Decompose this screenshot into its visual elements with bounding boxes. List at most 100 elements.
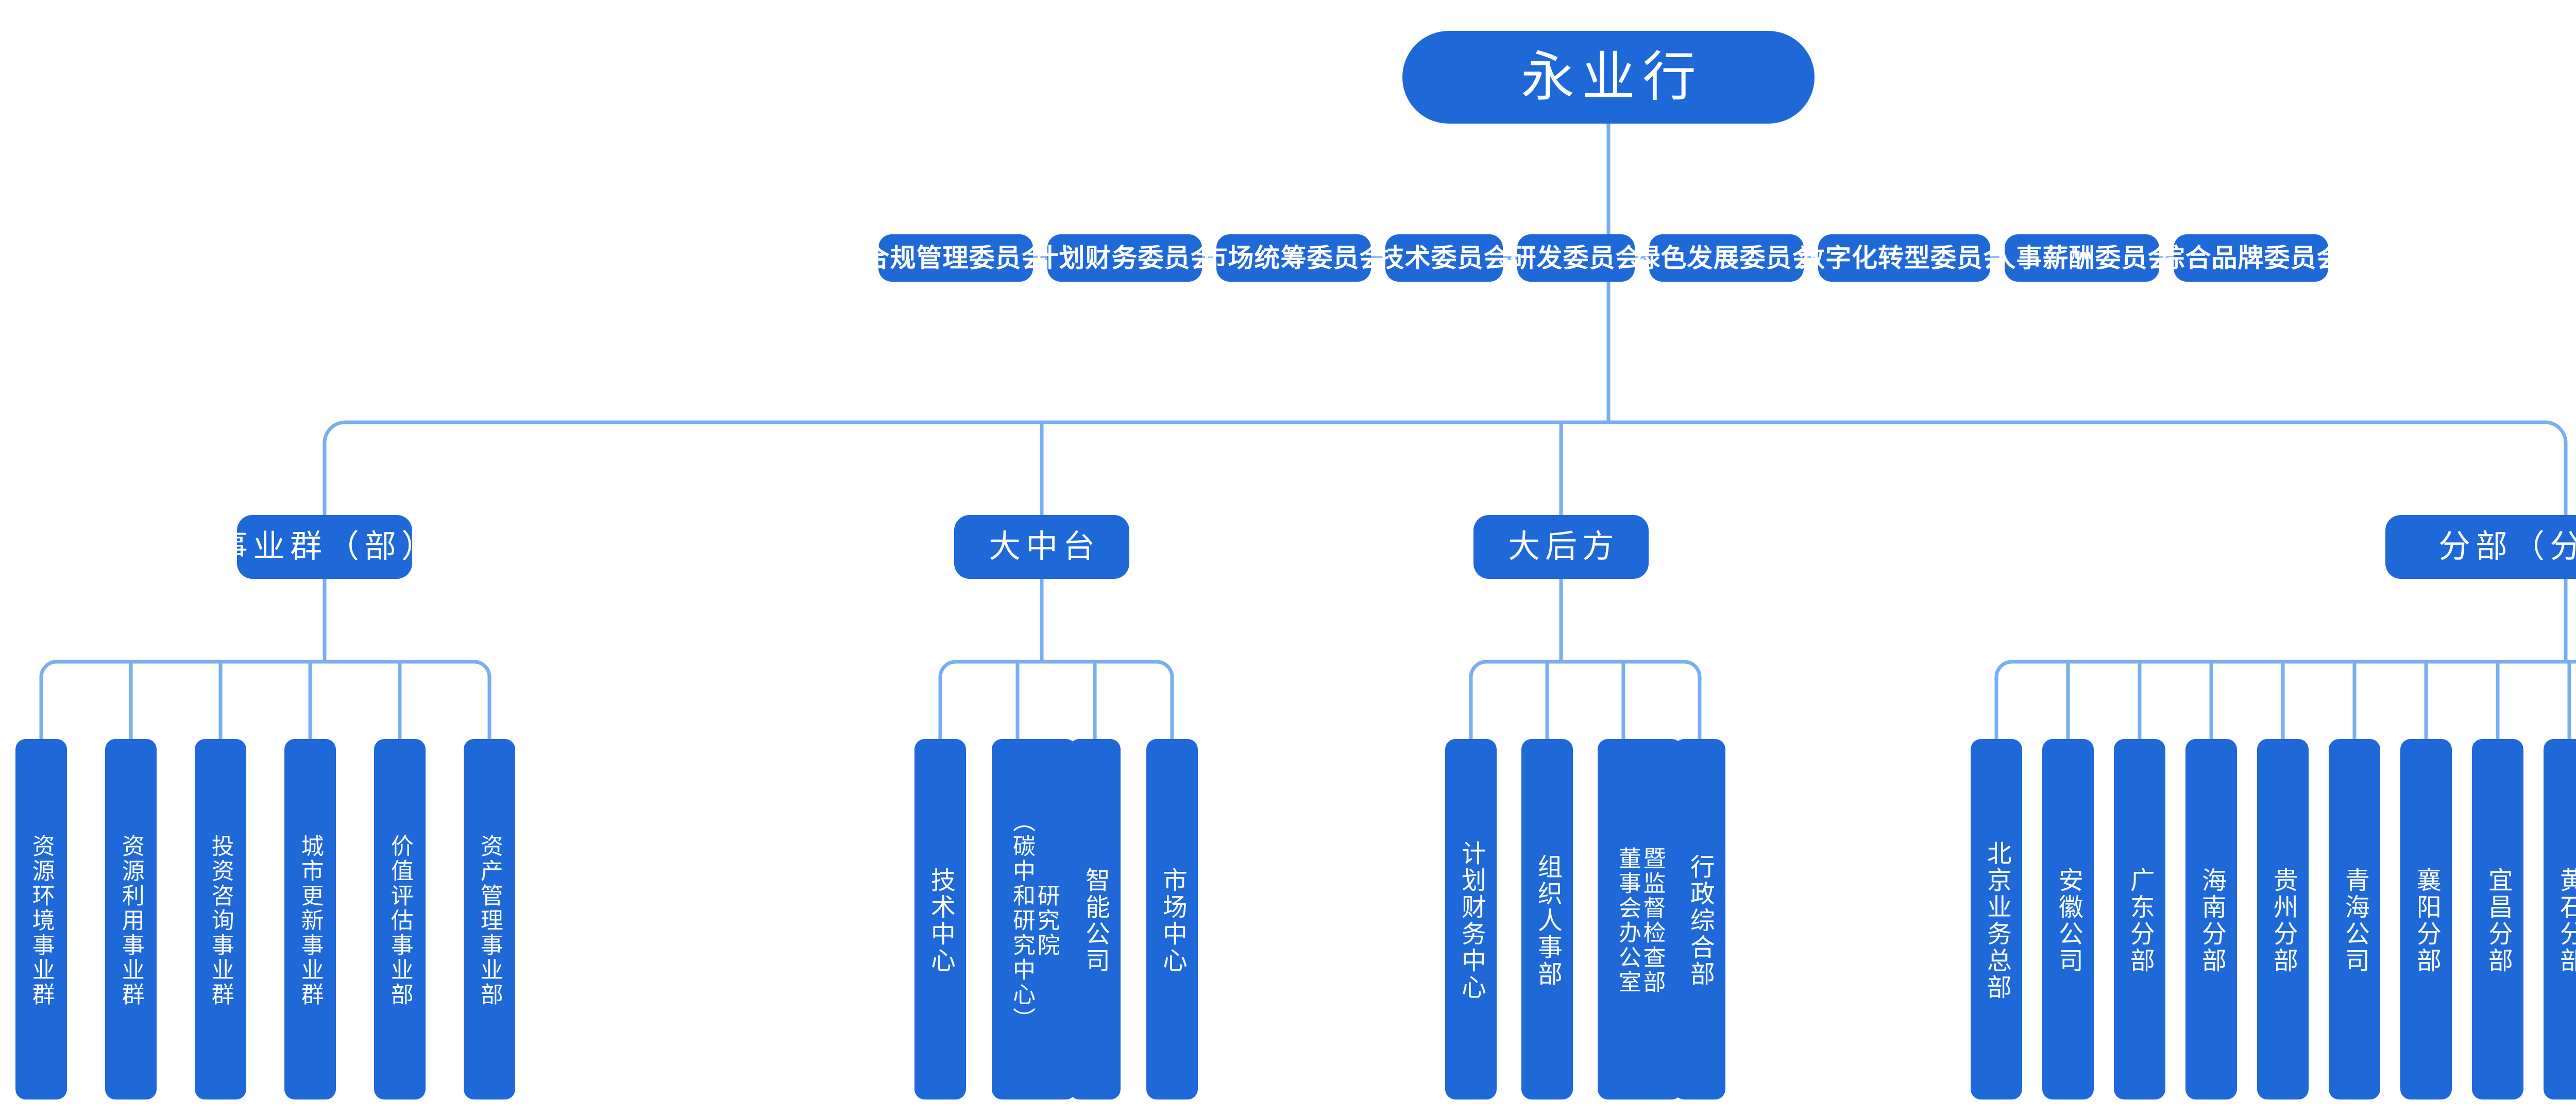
org-node-root[interactable]: 永业行 bbox=[1402, 31, 1815, 124]
org-node-leaf-label-primary: 暨监督检查部 bbox=[1639, 847, 1665, 995]
org-node-division-0[interactable]: 事业群（部） bbox=[216, 515, 433, 579]
org-node-leaf-text-wrap: 广东分部 bbox=[2114, 742, 2165, 1099]
org-node-division-3-label: 分部（分公司） bbox=[2438, 529, 2576, 565]
org-node-committee-0-label: 合规管理委员会 bbox=[863, 244, 1048, 272]
org-node-leaf-text-wrap: 研究院（碳中和研究中心） bbox=[992, 742, 1076, 1099]
org-node-leaf-label-secondary: 董事会办公室 bbox=[1615, 847, 1640, 995]
org-node-leaf-3-0[interactable]: 北京业务总部 bbox=[1971, 739, 2022, 1099]
org-node-leaf-label: 宜昌分部 bbox=[2484, 867, 2512, 974]
org-node-leaf-text-wrap: 黄石分部 bbox=[2544, 742, 2576, 1099]
org-node-leaf-0-0[interactable]: 资源环境事业群 bbox=[15, 739, 67, 1099]
org-node-committee-6[interactable]: 数字化转型委员会 bbox=[1799, 234, 2009, 282]
org-node-leaf-label: 襄阳分部 bbox=[2412, 867, 2440, 974]
org-node-leaf-text-wrap: 市场中心 bbox=[1146, 742, 1198, 1099]
org-node-leaf-text-wrap: 资源环境事业群 bbox=[15, 742, 67, 1099]
org-node-leaf-label: 智能公司 bbox=[1081, 867, 1109, 974]
org-node-leaf-label: 资源利用事业群 bbox=[118, 834, 144, 1007]
org-node-leaf-0-5[interactable]: 资产管理事业部 bbox=[464, 739, 515, 1099]
org-node-leaf-1-0[interactable]: 技术中心 bbox=[914, 739, 966, 1099]
org-node-committee-1[interactable]: 计划财务委员会 bbox=[1033, 234, 1216, 282]
org-node-leaf-label-primary: 研究院 bbox=[1033, 884, 1059, 958]
org-node-leaf-label: 贵州分部 bbox=[2269, 867, 2297, 974]
org-node-leaf-label: 技术中心 bbox=[926, 867, 954, 974]
org-node-leaf-text-wrap: 海南分部 bbox=[2185, 742, 2237, 1099]
org-node-committee-4[interactable]: 研发委员会 bbox=[1511, 234, 1641, 282]
org-node-leaf-columns: 暨监督检查部董事会办公室 bbox=[1615, 742, 1665, 1099]
org-node-leaf-0-1[interactable]: 资源利用事业群 bbox=[105, 739, 157, 1099]
org-node-root-label: 永业行 bbox=[1520, 47, 1703, 107]
org-node-committee-2[interactable]: 市场统筹委员会 bbox=[1202, 234, 1385, 282]
org-node-leaf-text-wrap: 计划财务中心 bbox=[1445, 742, 1497, 1099]
org-node-leaf-label: 计划财务中心 bbox=[1457, 840, 1485, 1001]
org-node-leaf-1-1[interactable]: 研究院（碳中和研究中心） bbox=[992, 739, 1076, 1099]
org-node-committee-7[interactable]: 人事薪酬委员会 bbox=[1990, 234, 2174, 282]
org-node-leaf-3-5[interactable]: 青海公司 bbox=[2329, 739, 2380, 1099]
org-node-leaf-label: 城市更新事业群 bbox=[297, 834, 323, 1007]
org-node-leaf-label: 北京业务总部 bbox=[1982, 840, 2010, 1001]
org-node-leaf-columns: 研究院（碳中和研究中心） bbox=[1009, 742, 1059, 1099]
org-node-leaf-text-wrap: 安徽公司 bbox=[2042, 742, 2094, 1099]
org-node-leaf-text-wrap: 价值评估事业部 bbox=[374, 742, 426, 1099]
org-node-leaf-0-3[interactable]: 城市更新事业群 bbox=[284, 739, 336, 1099]
org-node-leaf-label: 青海公司 bbox=[2341, 867, 2368, 974]
org-node-committee-5-label: 绿色发展委员会 bbox=[1634, 244, 1819, 272]
org-node-leaf-label-secondary: （碳中和研究中心） bbox=[1009, 810, 1035, 1032]
org-node-committee-8[interactable]: 综合品牌委员会 bbox=[2159, 234, 2343, 282]
org-node-leaf-1-3[interactable]: 市场中心 bbox=[1146, 739, 1198, 1099]
org-node-leaf-text-wrap: 智能公司 bbox=[1069, 742, 1121, 1099]
org-node-leaf-text-wrap: 行政综合部 bbox=[1674, 742, 1725, 1099]
org-node-committee-3-label: 技术委员会 bbox=[1378, 244, 1510, 272]
org-node-leaf-3-7[interactable]: 宜昌分部 bbox=[2472, 739, 2523, 1099]
org-node-committee-2-label: 市场统筹委员会 bbox=[1201, 244, 1386, 272]
org-node-committee-8-label: 综合品牌委员会 bbox=[2159, 244, 2343, 272]
org-node-leaf-2-1[interactable]: 组织人事部 bbox=[1521, 739, 1573, 1099]
org-node-committee-7-label: 人事薪酬委员会 bbox=[1990, 244, 2174, 272]
org-node-committee-0[interactable]: 合规管理委员会 bbox=[864, 234, 1047, 282]
org-node-leaf-3-6[interactable]: 襄阳分部 bbox=[2400, 739, 2452, 1099]
org-node-leaf-3-3[interactable]: 海南分部 bbox=[2185, 739, 2237, 1099]
org-node-leaf-text-wrap: 组织人事部 bbox=[1521, 742, 1573, 1099]
org-node-leaf-3-8[interactable]: 黄石分部 bbox=[2544, 739, 2576, 1099]
org-node-leaf-text-wrap: 北京业务总部 bbox=[1971, 742, 2022, 1099]
org-node-leaf-label: 广东分部 bbox=[2126, 867, 2154, 974]
org-node-leaf-label: 资源环境事业群 bbox=[28, 834, 54, 1007]
org-node-leaf-label: 行政综合部 bbox=[1686, 854, 1714, 988]
org-node-leaf-text-wrap: 资产管理事业部 bbox=[464, 742, 515, 1099]
org-node-division-2[interactable]: 大后方 bbox=[1473, 515, 1649, 579]
org-node-division-1-label: 大中台 bbox=[988, 529, 1100, 565]
org-node-committee-4-label: 研发委员会 bbox=[1510, 244, 1642, 272]
org-node-leaf-text-wrap: 技术中心 bbox=[914, 742, 966, 1099]
org-node-leaf-0-4[interactable]: 价值评估事业部 bbox=[374, 739, 426, 1099]
org-node-leaf-3-1[interactable]: 安徽公司 bbox=[2042, 739, 2094, 1099]
org-node-leaf-text-wrap: 城市更新事业群 bbox=[284, 742, 336, 1099]
org-node-leaf-1-2[interactable]: 智能公司 bbox=[1069, 739, 1121, 1099]
org-node-leaf-label: 投资咨询事业群 bbox=[208, 834, 233, 1007]
org-node-committee-6-label: 数字化转型委员会 bbox=[1799, 244, 2009, 272]
org-node-leaf-text-wrap: 投资咨询事业群 bbox=[195, 742, 246, 1099]
org-node-leaf-label: 资产管理事业部 bbox=[477, 834, 502, 1007]
org-node-leaf-label: 市场中心 bbox=[1158, 867, 1186, 974]
org-node-committee-5[interactable]: 绿色发展委员会 bbox=[1635, 234, 1818, 282]
org-node-leaf-text-wrap: 暨监督检查部董事会办公室 bbox=[1598, 742, 1682, 1099]
org-node-leaf-text-wrap: 宜昌分部 bbox=[2472, 742, 2523, 1099]
org-node-leaf-label: 黄石分部 bbox=[2555, 867, 2576, 974]
org-node-division-0-label: 事业群（部） bbox=[216, 529, 439, 565]
org-node-leaf-label: 组织人事部 bbox=[1533, 854, 1561, 988]
org-node-leaf-0-2[interactable]: 投资咨询事业群 bbox=[195, 739, 246, 1099]
org-node-division-1[interactable]: 大中台 bbox=[954, 515, 1129, 579]
org-node-leaf-2-0[interactable]: 计划财务中心 bbox=[1445, 739, 1497, 1099]
org-node-leaf-2-3[interactable]: 行政综合部 bbox=[1674, 739, 1725, 1099]
org-node-leaf-label: 海南分部 bbox=[2197, 867, 2225, 974]
org-node-leaf-2-2[interactable]: 暨监督检查部董事会办公室 bbox=[1598, 739, 1682, 1099]
org-node-division-3[interactable]: 分部（分公司） bbox=[2385, 515, 2576, 579]
org-node-leaf-text-wrap: 资源利用事业群 bbox=[105, 742, 157, 1099]
org-node-committee-1-label: 计划财务委员会 bbox=[1032, 244, 1217, 272]
org-node-leaf-text-wrap: 襄阳分部 bbox=[2400, 742, 2452, 1099]
org-node-committee-3[interactable]: 技术委员会 bbox=[1379, 234, 1510, 282]
org-node-leaf-label: 价值评估事业部 bbox=[387, 834, 413, 1007]
org-node-leaf-text-wrap: 青海公司 bbox=[2329, 742, 2380, 1099]
org-node-leaf-text-wrap: 贵州分部 bbox=[2257, 742, 2309, 1099]
org-node-leaf-3-2[interactable]: 广东分部 bbox=[2114, 739, 2165, 1099]
org-node-leaf-3-4[interactable]: 贵州分部 bbox=[2257, 739, 2309, 1099]
